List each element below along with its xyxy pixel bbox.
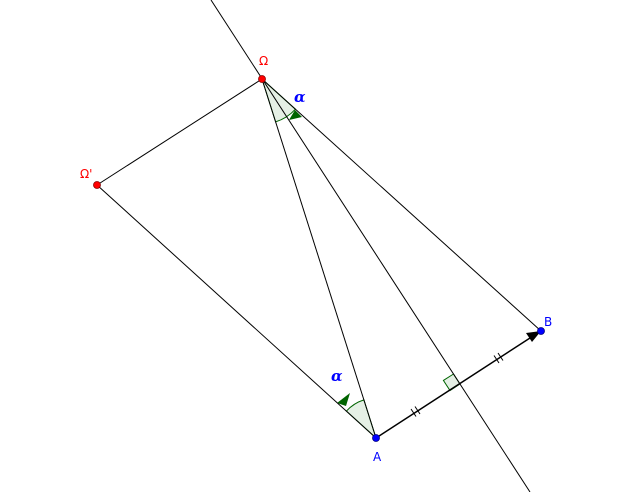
segment-omega-b[interactable]	[261, 78, 542, 332]
point-a[interactable]	[372, 434, 380, 442]
point-b[interactable]	[537, 327, 545, 335]
label-angle-a: α	[331, 367, 343, 385]
segment-omega-a[interactable]	[261, 78, 377, 439]
equal-length-ticks-2	[493, 352, 504, 364]
vector-arrowhead-icon	[526, 331, 541, 342]
angle-omega-sector	[260, 77, 297, 123]
angle-a-arrow-icon	[337, 393, 350, 406]
label-omega: Ω	[259, 54, 268, 68]
vector-a-b[interactable]	[375, 337, 531, 439]
perpendicular-bisector-line[interactable]	[210, 0, 531, 492]
label-omega-prime: Ω'	[80, 167, 92, 181]
label-a: A	[373, 450, 382, 464]
label-b: B	[544, 315, 552, 329]
label-angle-omega: α	[294, 88, 306, 106]
point-omega-prime[interactable]	[93, 181, 101, 189]
angle-a-sector	[345, 399, 378, 440]
angle-omega-arrow-icon	[289, 110, 302, 120]
point-omega[interactable]	[258, 75, 266, 83]
equal-length-ticks-1	[410, 406, 421, 417]
segment-omega-omega-prime[interactable]	[96, 78, 263, 186]
segment-omega-prime-a[interactable]	[96, 184, 377, 439]
